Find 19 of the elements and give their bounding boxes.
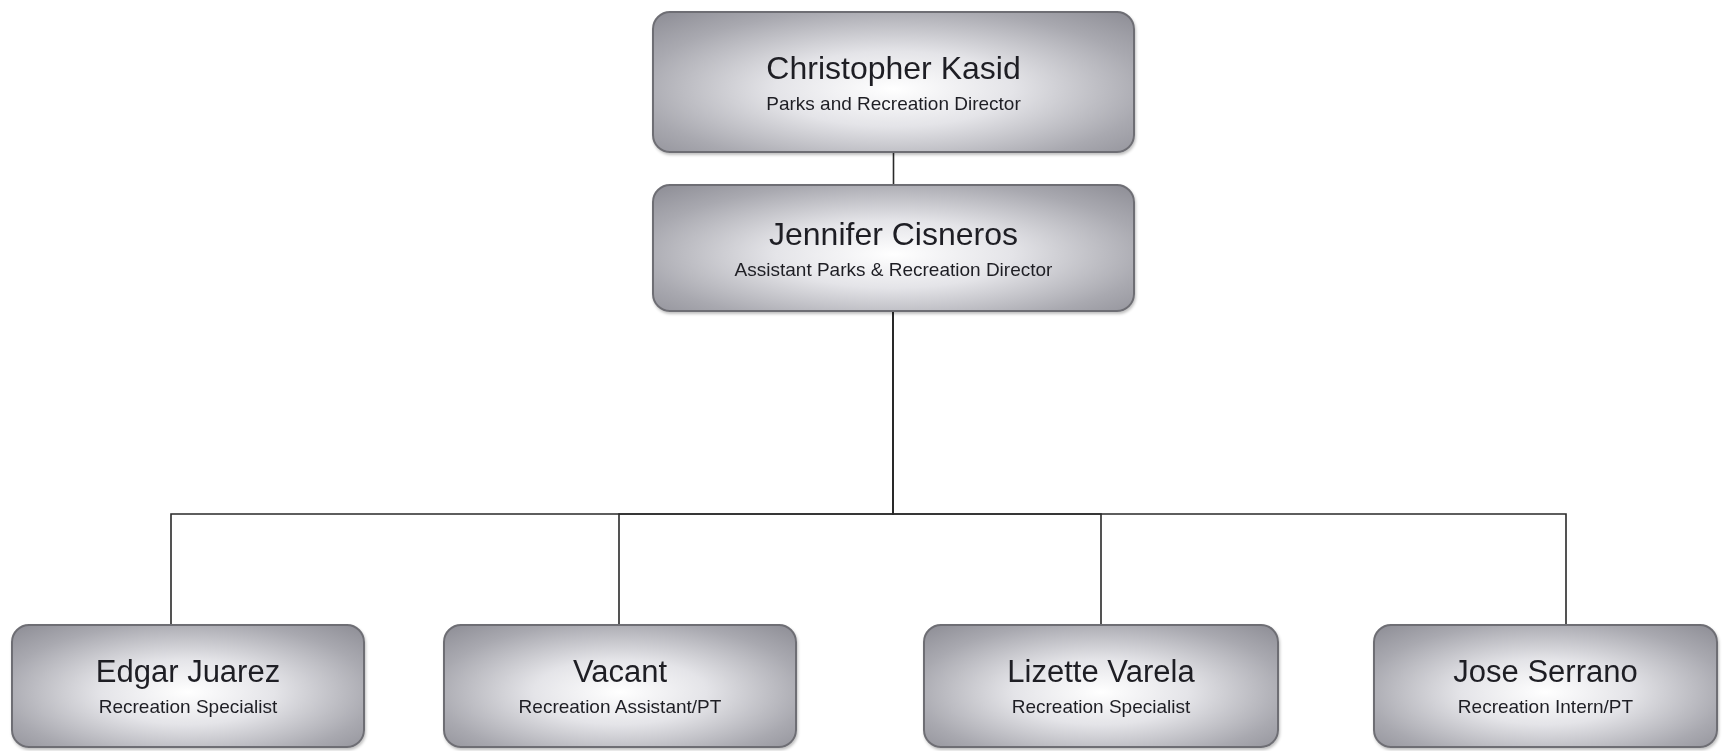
person-box — [11, 624, 365, 748]
job-title: Recreation Assistant/PT — [518, 696, 722, 718]
person-name: Jose Serrano — [1453, 654, 1638, 690]
person-box — [443, 624, 797, 748]
person-box — [923, 624, 1279, 748]
person-name: Lizette Varela — [1007, 654, 1195, 690]
person-name: Jennifer Cisneros — [769, 215, 1018, 253]
job-title: Recreation Specialist — [1011, 696, 1191, 718]
job-title: Recreation Specialist — [98, 696, 278, 718]
person-name: Christopher Kasid — [766, 49, 1021, 87]
job-title: Recreation Intern/PT — [1457, 696, 1634, 718]
person-box — [652, 11, 1135, 153]
person-box — [1373, 624, 1718, 748]
person-name: Vacant — [572, 654, 668, 690]
person-name: Edgar Juarez — [95, 654, 281, 690]
job-title: Parks and Recreation Director — [766, 92, 1021, 115]
person-box — [652, 184, 1135, 312]
connector-line — [892, 152, 895, 185]
job-title: Assistant Parks & Recreation Director — [734, 258, 1053, 281]
